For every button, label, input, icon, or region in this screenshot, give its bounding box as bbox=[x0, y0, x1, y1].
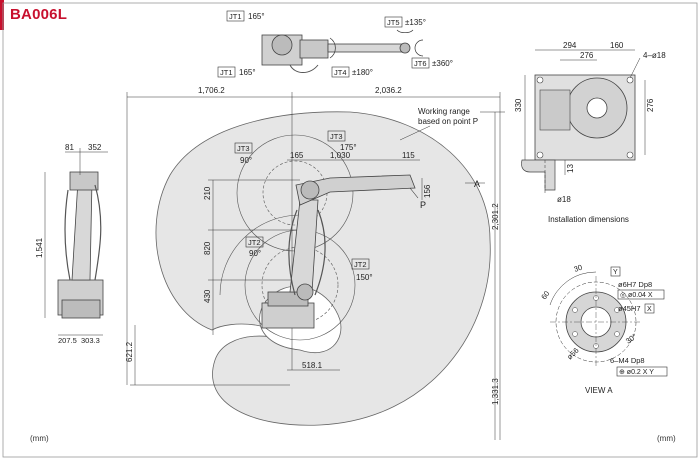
tol-bore-frame bbox=[644, 303, 655, 314]
view-a-label: VIEW A bbox=[585, 386, 613, 395]
dim-430: 430 bbox=[203, 289, 212, 303]
jt6-label: JT6 bbox=[414, 59, 427, 68]
tol-thread-frame bbox=[616, 366, 668, 377]
tol-thread-box: ⊕ ø0.2 X Y bbox=[619, 369, 654, 376]
dim-2075: 207.5 bbox=[58, 336, 77, 345]
robot-side-view bbox=[261, 174, 419, 329]
dim-1331: 1,331.3 bbox=[491, 378, 500, 405]
dim-418: 4–ø18 bbox=[643, 51, 666, 60]
jt4-box bbox=[331, 66, 350, 78]
dim-18: ø18 bbox=[557, 195, 571, 204]
tol-hole-frame bbox=[617, 289, 665, 300]
dim-210: 210 bbox=[203, 186, 212, 200]
dim-156: 156 bbox=[423, 184, 432, 198]
jt2a-label: JT2 bbox=[248, 238, 261, 247]
tol-hole-box: ◎ ø0.04 X bbox=[620, 292, 653, 299]
dim-276b: 276 bbox=[646, 98, 655, 112]
dim-1706: 1,706.2 bbox=[198, 86, 225, 95]
base-top-dims bbox=[524, 49, 646, 160]
dim-30a: 30 bbox=[573, 263, 584, 274]
tol-hole: ø6H7 Dp8 bbox=[618, 280, 652, 289]
jt6-deg: ±360° bbox=[432, 59, 453, 68]
jt2a-box bbox=[245, 236, 264, 248]
dim-60: 60 bbox=[539, 289, 551, 301]
jt1b-box bbox=[217, 66, 236, 78]
working-range-leader bbox=[399, 125, 431, 141]
dim-621: 621.2 bbox=[125, 341, 134, 362]
jt1-deg: 165° bbox=[248, 12, 265, 21]
datum-y: Y bbox=[613, 269, 618, 276]
robot-front-view bbox=[57, 171, 104, 319]
jt3a-deg: 90° bbox=[240, 156, 252, 165]
working-range-line2: based on point P bbox=[418, 117, 478, 126]
units-left: (mm) bbox=[30, 434, 49, 443]
jt2a-deg: 90° bbox=[249, 249, 261, 258]
dim-160: 160 bbox=[610, 41, 624, 50]
dim-165: 165 bbox=[290, 151, 304, 160]
tol-thread: 6–M4 Dp8 bbox=[610, 356, 645, 365]
jt1-box bbox=[226, 10, 245, 22]
main-dimension-lines bbox=[126, 92, 505, 440]
installation-label: Installation dimensions bbox=[548, 215, 629, 224]
jt2b-deg: 150° bbox=[356, 273, 373, 282]
dim-30b: 30° bbox=[624, 332, 638, 346]
title-accent-bar bbox=[0, 0, 4, 30]
jt2b-box bbox=[351, 258, 370, 270]
dim-3033: 303.3 bbox=[81, 336, 100, 345]
base-top-view bbox=[534, 74, 636, 161]
dim-276a: 276 bbox=[580, 51, 594, 60]
view-a-flange bbox=[549, 271, 642, 368]
jt3a-label: JT3 bbox=[237, 144, 250, 153]
datum-y-box bbox=[610, 266, 621, 277]
jt3b-label: JT3 bbox=[330, 132, 343, 141]
jt1b-label: JT1 bbox=[220, 68, 233, 77]
jt3b-box bbox=[327, 130, 346, 142]
dim-352: 352 bbox=[88, 143, 102, 152]
dim-820: 820 bbox=[203, 241, 212, 255]
dim-81: 81 bbox=[65, 143, 74, 152]
working-range-line1: Working range bbox=[418, 107, 470, 116]
installation-detail bbox=[521, 159, 566, 195]
jt6-box bbox=[411, 57, 430, 69]
view-arrow-label: A bbox=[474, 179, 480, 189]
dim-2036: 2,036.2 bbox=[375, 86, 402, 95]
jt4-label: JT4 bbox=[334, 68, 347, 77]
jt3a-box bbox=[234, 142, 253, 154]
dim-1030: 1,030 bbox=[330, 151, 351, 160]
dim-330: 330 bbox=[514, 98, 523, 112]
robot-top-view bbox=[261, 29, 424, 73]
dim-518: 518.1 bbox=[302, 361, 323, 370]
dim-1541: 1,541 bbox=[35, 237, 44, 258]
dim-56: ø56 bbox=[565, 346, 581, 362]
point-p-label: P bbox=[420, 200, 426, 210]
dim-294: 294 bbox=[563, 41, 577, 50]
jt2b-label: JT2 bbox=[354, 260, 367, 269]
jt3b-deg: 175° bbox=[340, 143, 357, 152]
dim-13: 13 bbox=[566, 164, 575, 173]
dim-115: 115 bbox=[402, 151, 415, 160]
jt5-box bbox=[384, 16, 403, 28]
tol-bore: ø45H7 bbox=[618, 304, 641, 313]
units-right: (mm) bbox=[657, 434, 676, 443]
page-title: BA006L bbox=[10, 6, 68, 23]
dim-2301: 2,301.2 bbox=[491, 203, 500, 230]
tol-bore-box: X bbox=[647, 306, 652, 313]
front-view-dims bbox=[44, 148, 108, 336]
jt5-deg: ±135° bbox=[405, 18, 426, 27]
jt5-label: JT5 bbox=[387, 18, 400, 27]
jt1b-deg: 165° bbox=[239, 68, 256, 77]
jt4-deg: ±180° bbox=[352, 68, 373, 77]
jt1-label: JT1 bbox=[229, 12, 242, 21]
